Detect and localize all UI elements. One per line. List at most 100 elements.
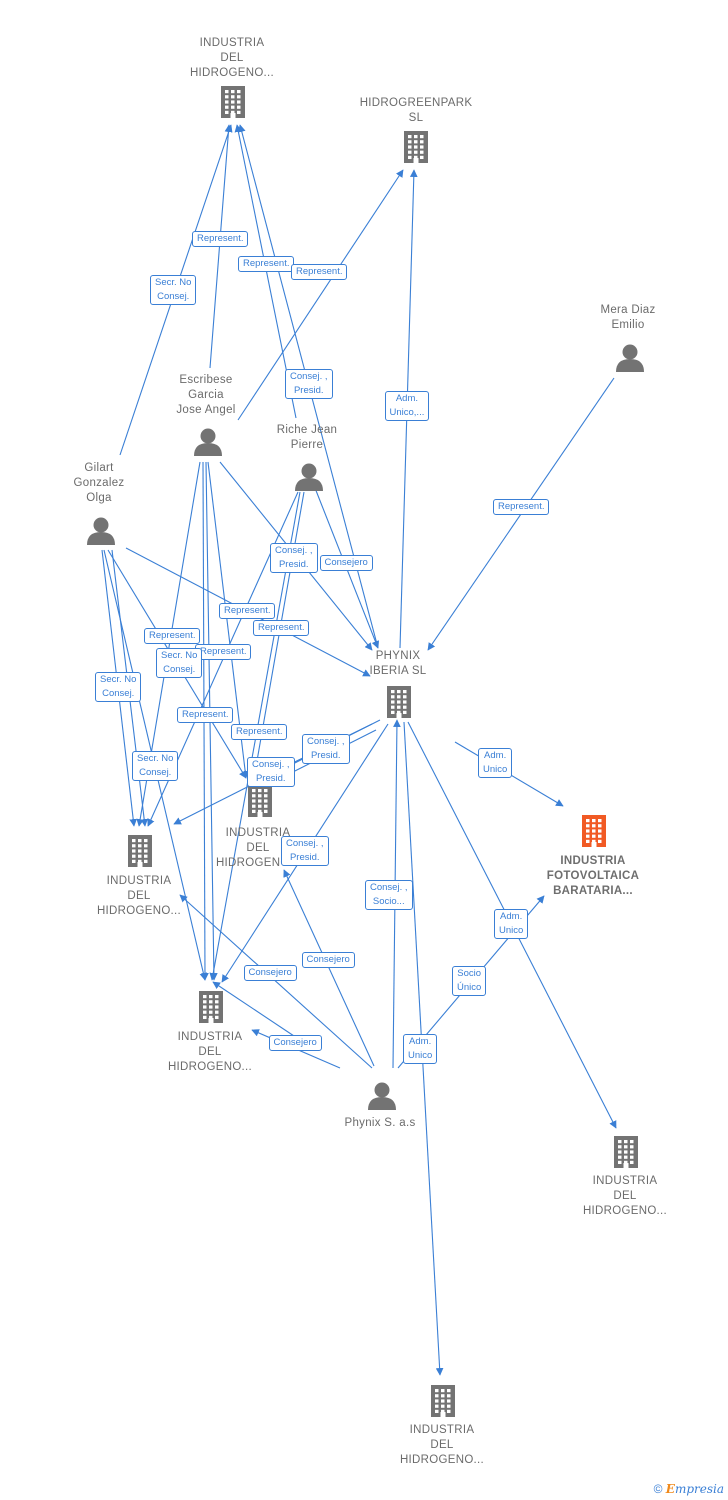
person-icon[interactable]: [368, 1082, 396, 1111]
edge-label-line: Adm.: [500, 911, 523, 922]
edge-label-line: Único: [457, 982, 482, 993]
building-icon[interactable]: [582, 815, 606, 847]
node-label-line: Olga: [86, 492, 112, 504]
node-label-line: INDUSTRIA: [199, 37, 265, 49]
edge-line-30: [212, 981, 301, 1041]
node-label-line: Phynix S. a.s: [344, 1117, 416, 1129]
edge-label-line: Consej. ,: [275, 545, 313, 556]
person-icon[interactable]: [87, 517, 115, 546]
node-label-n1[interactable]: INDUSTRIA DEL HIDROGENO...: [162, 36, 302, 81]
edge-label-line: Socio: [457, 968, 482, 979]
edge-label[interactable]: Represent.: [195, 644, 252, 660]
edge-label[interactable]: Represent.: [493, 499, 550, 515]
brand-logo[interactable]: Empresia: [665, 1482, 724, 1496]
edge-label[interactable]: Represent.: [238, 256, 295, 272]
edge-label[interactable]: Consej. , Presid.: [281, 836, 329, 866]
node-label-line: PHYNIX: [375, 650, 421, 662]
node-label-line: DEL: [127, 890, 151, 902]
node-label-line: BARATARIA...: [553, 885, 633, 897]
edge-label[interactable]: Represent.: [231, 724, 288, 740]
node-label-line: SL: [408, 112, 424, 124]
edge-label-line: Consejero: [273, 1037, 317, 1048]
node-label-line: INDUSTRIA: [560, 855, 626, 867]
node-label-line: DEL: [220, 52, 244, 64]
node-label-line: DEL: [430, 1439, 454, 1451]
person-icon[interactable]: [616, 344, 644, 373]
edge-label[interactable]: Adm.Unico: [403, 1034, 438, 1064]
node-label-line: DEL: [246, 842, 270, 854]
node-label-line: DEL: [198, 1046, 222, 1058]
building-icon[interactable]: [404, 131, 428, 163]
node-label-line: HIDROGENO...: [189, 67, 275, 79]
edge-label-line: Consej.: [163, 664, 196, 675]
node-label-line: DEL: [613, 1190, 637, 1202]
edge-label[interactable]: Represent.: [144, 628, 201, 644]
edge-label-line: Unico,...: [389, 407, 425, 418]
building-icon[interactable]: [431, 1385, 455, 1417]
edge-label[interactable]: Consej. ,Socio...: [365, 880, 413, 910]
edge-label[interactable]: Represent.: [177, 707, 234, 723]
edge-label[interactable]: Represent.: [253, 620, 310, 636]
edge-label[interactable]: Represent.: [219, 603, 276, 619]
edge-label-line: Consej.: [157, 291, 190, 302]
building-icon[interactable]: [614, 1136, 638, 1168]
edge-label-line: Secr. No: [100, 674, 137, 685]
node-label-line: HIDROGENO...: [399, 1454, 485, 1466]
edge-label[interactable]: Secr. No Consej.: [156, 648, 203, 678]
person-icon[interactable]: [295, 463, 323, 492]
icons-layer: [87, 86, 644, 1417]
edge-label[interactable]: Consej. ,Presid.: [285, 369, 333, 399]
edge-label[interactable]: Adm.Unico: [478, 748, 513, 778]
node-label-line: INDUSTRIA: [106, 875, 172, 887]
edge-label[interactable]: Consejero: [268, 1035, 322, 1051]
person-icon[interactable]: [194, 428, 222, 457]
building-icon[interactable]: [128, 835, 152, 867]
edge-label[interactable]: Consejero: [243, 965, 297, 981]
edge-label-line: Unico: [408, 1050, 433, 1061]
edge-label[interactable]: Consej. ,Presid.: [247, 757, 295, 787]
edges-layer: [101, 124, 617, 1376]
node-label-n7[interactable]: PHYNIX IBERIA SL: [328, 649, 468, 679]
edge-label-line: Represent.: [236, 726, 283, 737]
node-label-line: Emilio: [611, 319, 645, 331]
edge-label-line: Consej. ,: [290, 371, 328, 382]
building-icon[interactable]: [387, 686, 411, 718]
edge-label-line: Consej. ,: [307, 736, 345, 747]
edge-label[interactable]: Consej. ,Presid.: [270, 543, 318, 573]
building-icon[interactable]: [248, 785, 272, 817]
node-label-line: IBERIA SL: [369, 665, 427, 677]
edge-label[interactable]: Consejero: [319, 555, 373, 571]
edge-label[interactable]: Adm.Unico,...: [384, 391, 430, 421]
edge-label-line: Represent.: [182, 709, 229, 720]
building-icon[interactable]: [221, 86, 245, 118]
edge-label-line: Unico: [499, 925, 524, 936]
edge-label[interactable]: Consej. ,Presid.: [302, 734, 350, 764]
edge-label[interactable]: Consejero: [301, 952, 355, 968]
edge-label-line: Consej. ,: [286, 838, 324, 849]
edge-label-line: Secr. No: [161, 650, 198, 661]
edge-label[interactable]: Adm. Unico: [494, 909, 529, 939]
node-label-n12[interactable]: Phynix S. a.s: [310, 1116, 450, 1131]
building-icon[interactable]: [199, 991, 223, 1023]
edge-label-line: Socio...: [372, 896, 405, 907]
edge-label-line: Presid.: [289, 852, 320, 863]
edge-label[interactable]: Represent.: [192, 231, 249, 247]
node-label-line: Escribese: [179, 374, 233, 386]
edge-label[interactable]: Represent.: [291, 264, 348, 280]
